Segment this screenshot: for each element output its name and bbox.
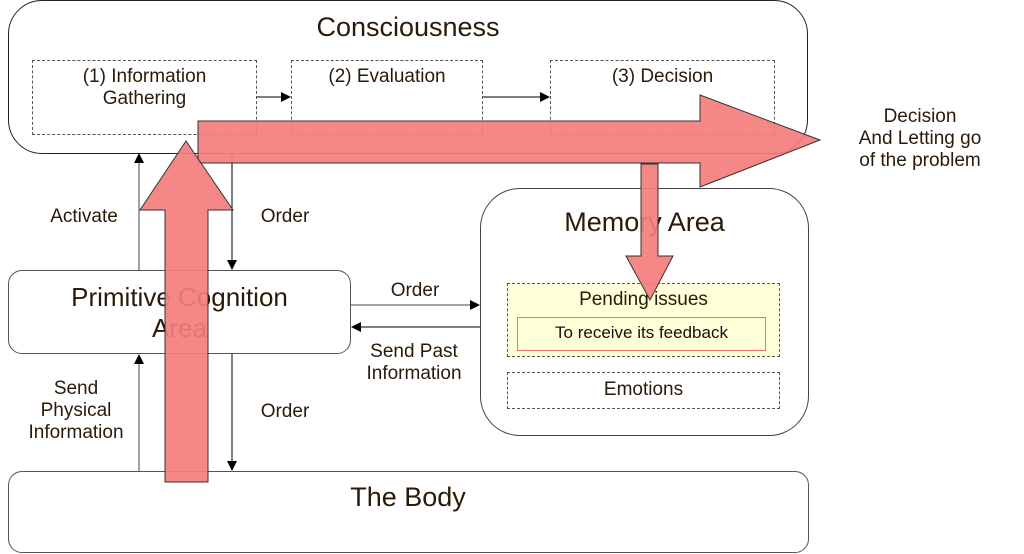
send-physical-line1: Send: [53, 378, 99, 399]
activate-label: Activate: [50, 206, 118, 227]
outcome-line3: of the problem: [859, 149, 981, 171]
consciousness-title: Consciousness: [316, 12, 500, 42]
feedback-box: [517, 317, 766, 351]
step-information-gathering: [32, 60, 257, 135]
order-bottom-label: Order: [260, 401, 310, 422]
flow-arrow-gathering: [139, 140, 234, 483]
step-1-line1: (1) Information: [82, 66, 207, 87]
send-physical-label: Send Physical Information: [14, 378, 138, 444]
order-right-label: Order: [390, 280, 440, 301]
step-decision-label: (3) Decision: [611, 66, 714, 87]
emotions-label: Emotions: [603, 379, 684, 400]
step-evaluation-label: (2) Evaluation: [328, 66, 446, 87]
order-top-label: Order: [260, 206, 310, 227]
flow-arrow-pending: [625, 163, 674, 302]
step-information-gathering-label: (1) Information Gathering: [32, 66, 257, 110]
send-past-label: Send Past Information: [352, 341, 476, 385]
flow-arrow-decision: [197, 94, 822, 188]
send-past-line1: Send Past: [370, 341, 458, 362]
body-label: The Body: [350, 482, 466, 512]
body-box: [8, 471, 809, 553]
emotions-box: [507, 372, 780, 409]
feedback-label: To receive its feedback: [555, 323, 728, 342]
outcome-line1: Decision: [883, 106, 957, 127]
step-1-line2: Gathering: [102, 87, 187, 109]
pending-issues-label: Pending issues: [579, 289, 708, 310]
send-past-line2: Information: [366, 362, 462, 384]
outcome-label: Decision And Letting go of the problem: [820, 106, 1020, 172]
send-physical-line2: Physical: [40, 399, 112, 421]
outcome-line2: And Letting go: [858, 127, 982, 149]
send-physical-line3: Information: [28, 421, 124, 443]
